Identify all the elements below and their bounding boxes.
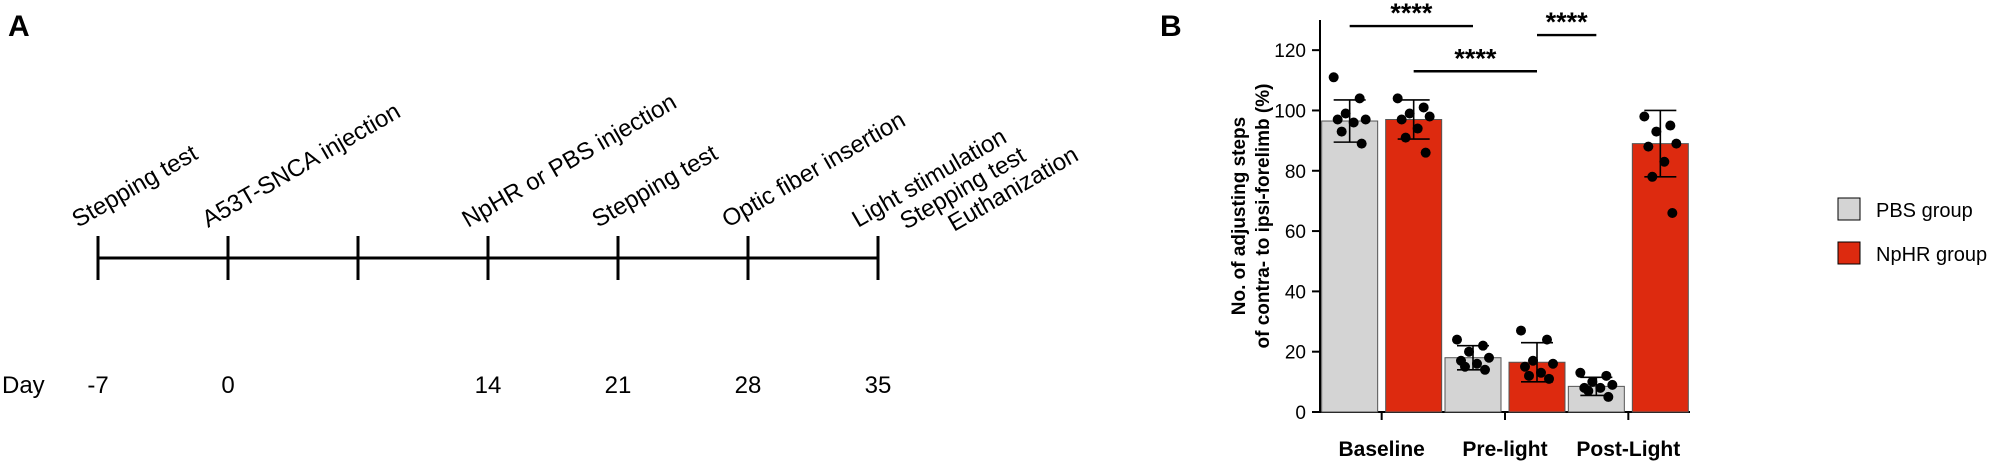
- point-1-2-3: [1671, 138, 1682, 149]
- point-1-1-4: [1520, 361, 1530, 372]
- bar-1-0: [1385, 119, 1443, 413]
- point-1-1-2: [1528, 355, 1538, 366]
- legend-swatch-pbs: [1837, 197, 1861, 221]
- point-0-1-6: [1460, 361, 1470, 372]
- point-0-0-3: [1360, 114, 1371, 125]
- point-1-1-1: [1542, 334, 1552, 345]
- point-0-2-5: [1595, 382, 1606, 393]
- point-1-0-7: [1420, 147, 1431, 158]
- y-tick-label-60: 60: [1285, 222, 1306, 243]
- y-tick-label-120: 120: [1274, 41, 1306, 62]
- significance-label-0: ****: [1390, 0, 1433, 28]
- point-1-0-4: [1396, 114, 1407, 125]
- panel-b-label: B: [1160, 10, 1182, 43]
- timeline-tick-label-1: 0: [221, 372, 234, 399]
- point-1-1-3: [1548, 358, 1558, 369]
- point-0-1-5: [1472, 358, 1482, 369]
- x-tick-label-2: Post-Light: [1576, 438, 1680, 461]
- bar-1-2: [1631, 143, 1689, 413]
- y-axis-label: No. of adjusting steps of contra- to ips…: [1229, 84, 1274, 349]
- point-0-0-1: [1354, 93, 1365, 104]
- point-1-0-5: [1412, 123, 1423, 134]
- timeline-tick-label-5: 28: [735, 372, 762, 399]
- timeline-event-2: NpHR or PBS injection: [458, 88, 682, 233]
- point-1-0-1: [1418, 102, 1429, 113]
- timeline-axis-label: Day: [2, 372, 45, 399]
- point-0-0-6: [1336, 126, 1347, 137]
- significance-label-1: ****: [1454, 43, 1497, 73]
- point-1-2-7: [1667, 207, 1678, 218]
- point-0-1-2: [1464, 346, 1474, 357]
- legend-label-pbs: PBS group: [1876, 200, 1973, 222]
- point-1-0-3: [1424, 111, 1435, 122]
- point-0-0-7: [1356, 138, 1367, 149]
- y-tick-label-0: 0: [1295, 403, 1306, 424]
- panel-a-label: A: [8, 10, 30, 43]
- point-0-1-0: [1452, 334, 1462, 345]
- point-0-0-2: [1340, 108, 1351, 119]
- point-1-1-5: [1536, 367, 1546, 378]
- point-0-0-5: [1348, 117, 1359, 128]
- point-0-2-7: [1603, 391, 1614, 402]
- x-tick-label-0: Baseline: [1338, 438, 1424, 461]
- point-1-2-1: [1665, 120, 1676, 131]
- timeline-event-1: A53T-SNCA injection: [198, 98, 406, 233]
- bar-0-0: [1321, 120, 1379, 413]
- legend-swatch-nphr: [1837, 241, 1861, 265]
- legend: PBS group NpHR group: [1837, 197, 1987, 266]
- significance-label-2: ****: [1546, 7, 1589, 37]
- point-0-1-1: [1478, 340, 1488, 351]
- timeline-tick-label-3: 14: [475, 372, 502, 399]
- y-tick-label-20: 20: [1285, 343, 1306, 364]
- point-1-1-0: [1516, 325, 1526, 336]
- point-0-0-4: [1332, 114, 1343, 125]
- point-0-2-3: [1607, 379, 1618, 390]
- x-tick-label-1: Pre-light: [1462, 438, 1547, 461]
- point-0-0-0: [1328, 72, 1339, 83]
- y-tick-label-40: 40: [1285, 282, 1306, 303]
- timeline-tick-label-6: 35: [865, 372, 892, 399]
- y-axis-label-line-2: of contra- to ipsi-forelimb (%): [1253, 84, 1274, 349]
- timeline-event-0: Stepping test: [68, 140, 203, 234]
- point-1-0-2: [1404, 108, 1415, 119]
- y-axis-label-line-1: No. of adjusting steps: [1229, 117, 1250, 315]
- point-0-2-1: [1601, 370, 1612, 381]
- y-tick-label-100: 100: [1274, 101, 1306, 122]
- point-1-0-6: [1400, 132, 1411, 143]
- timeline-tick-label-4: 21: [605, 372, 632, 399]
- y-tick-label-80: 80: [1285, 162, 1306, 183]
- point-1-2-6: [1647, 171, 1658, 182]
- point-0-2-6: [1583, 385, 1594, 396]
- point-1-2-0: [1639, 111, 1650, 122]
- point-0-1-3: [1484, 352, 1494, 363]
- point-0-2-0: [1575, 367, 1586, 378]
- point-1-1-7: [1544, 373, 1554, 384]
- point-1-1-6: [1524, 370, 1534, 381]
- point-1-2-2: [1651, 126, 1662, 137]
- point-0-2-2: [1587, 376, 1598, 387]
- point-1-2-5: [1659, 156, 1670, 167]
- point-1-2-4: [1643, 141, 1654, 152]
- point-1-0-0: [1392, 93, 1403, 104]
- legend-label-nphr: NpHR group: [1876, 244, 1987, 266]
- timeline-tick-label-0: -7: [87, 372, 108, 399]
- point-0-1-7: [1480, 364, 1490, 375]
